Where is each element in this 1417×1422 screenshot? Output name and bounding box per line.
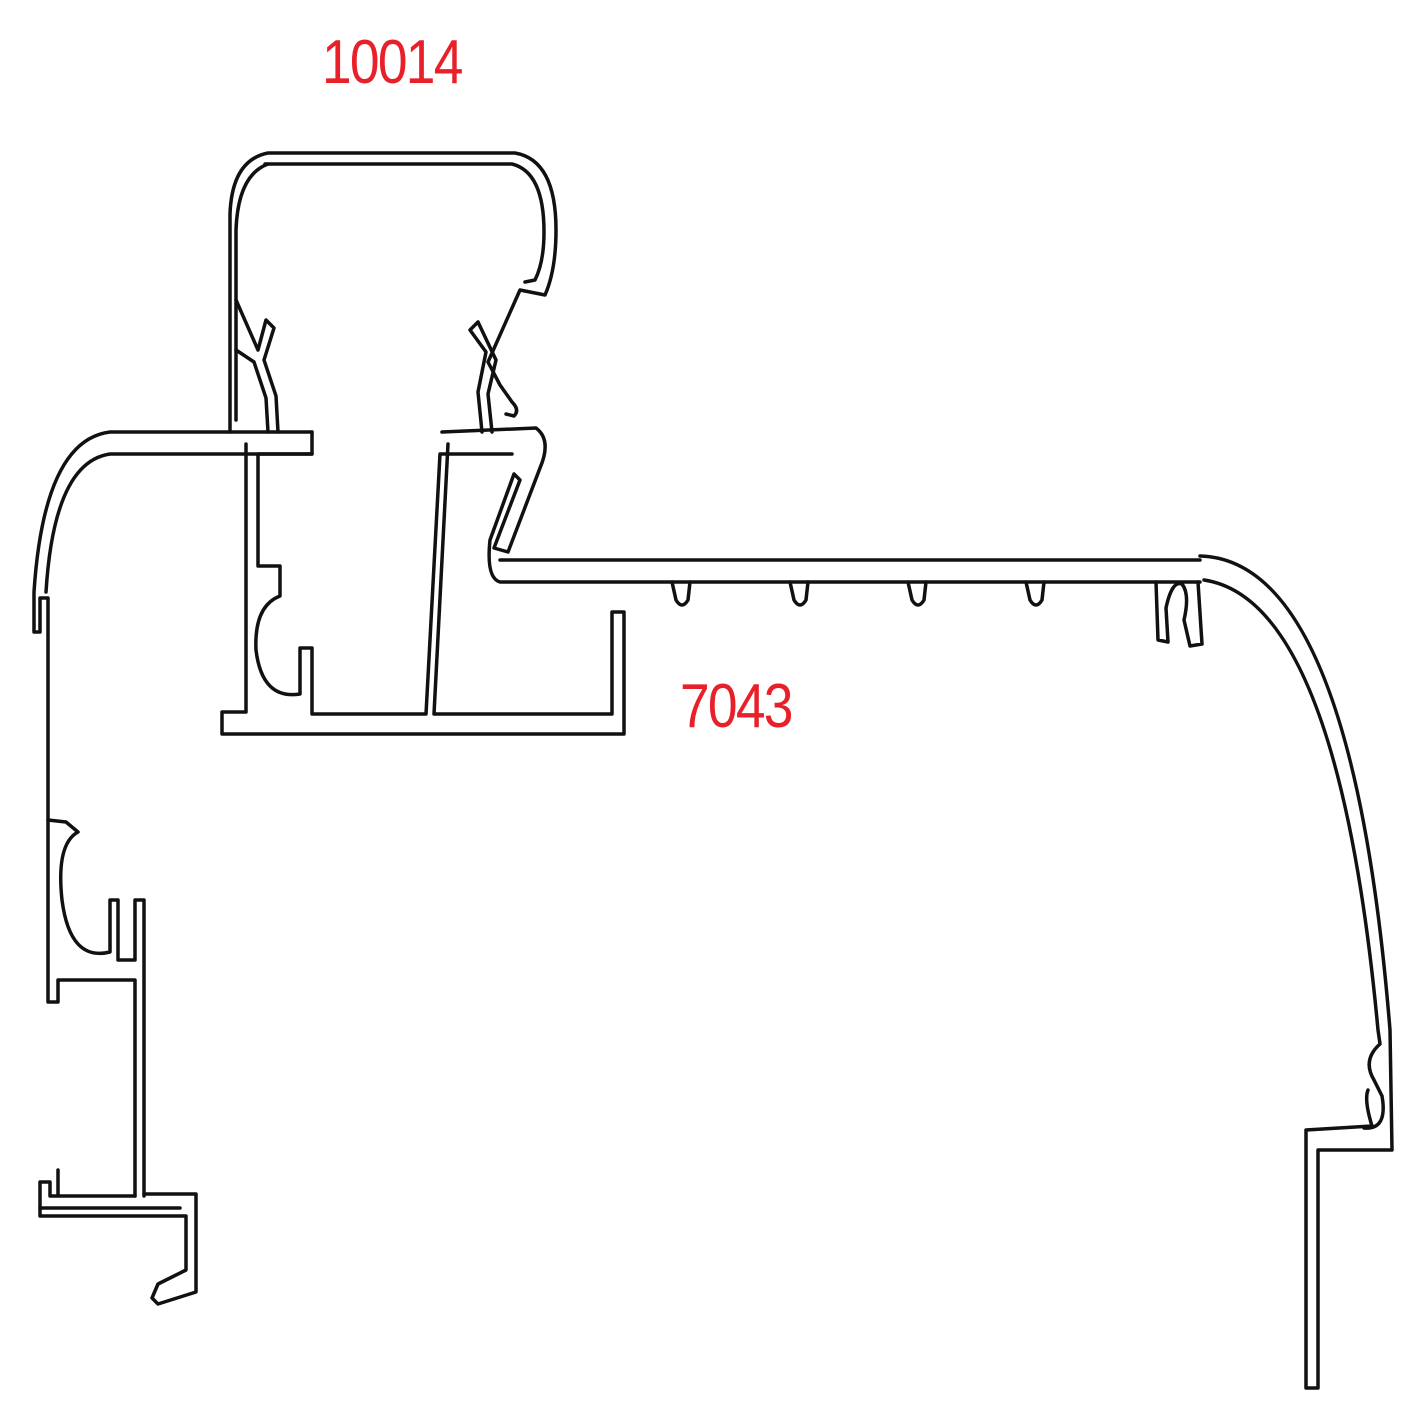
profile-10014-right-clip xyxy=(468,320,498,434)
profile-7043-foot xyxy=(38,1168,198,1306)
profile-7043-left-web xyxy=(220,442,626,736)
profile-10014-outer xyxy=(228,151,558,434)
profile-7043-snap-bead xyxy=(1154,580,1204,648)
profile-7043-grooves xyxy=(670,580,1046,607)
profile-7043-hook xyxy=(440,426,1202,584)
profile-7043-top-deck-inner xyxy=(44,452,314,594)
profile-7043-right-arc-inner xyxy=(1202,578,1385,1130)
profile-7043-deck-end xyxy=(254,430,514,716)
profile-7043 xyxy=(32,426,1394,1390)
profile-7043-left-leg xyxy=(46,818,146,1198)
part-number-label-top: 10014 xyxy=(322,28,463,97)
part-number-label-bottom: 7043 xyxy=(680,672,793,741)
profile-10014-left-clip xyxy=(234,298,280,434)
profile-10014-left-wall xyxy=(234,162,270,422)
profile-7043-top-deck xyxy=(32,430,314,1198)
profile-10014-top-wall xyxy=(263,162,546,284)
profile-7043-right-arc-outer xyxy=(1198,554,1394,1390)
profile-10014 xyxy=(228,151,558,434)
